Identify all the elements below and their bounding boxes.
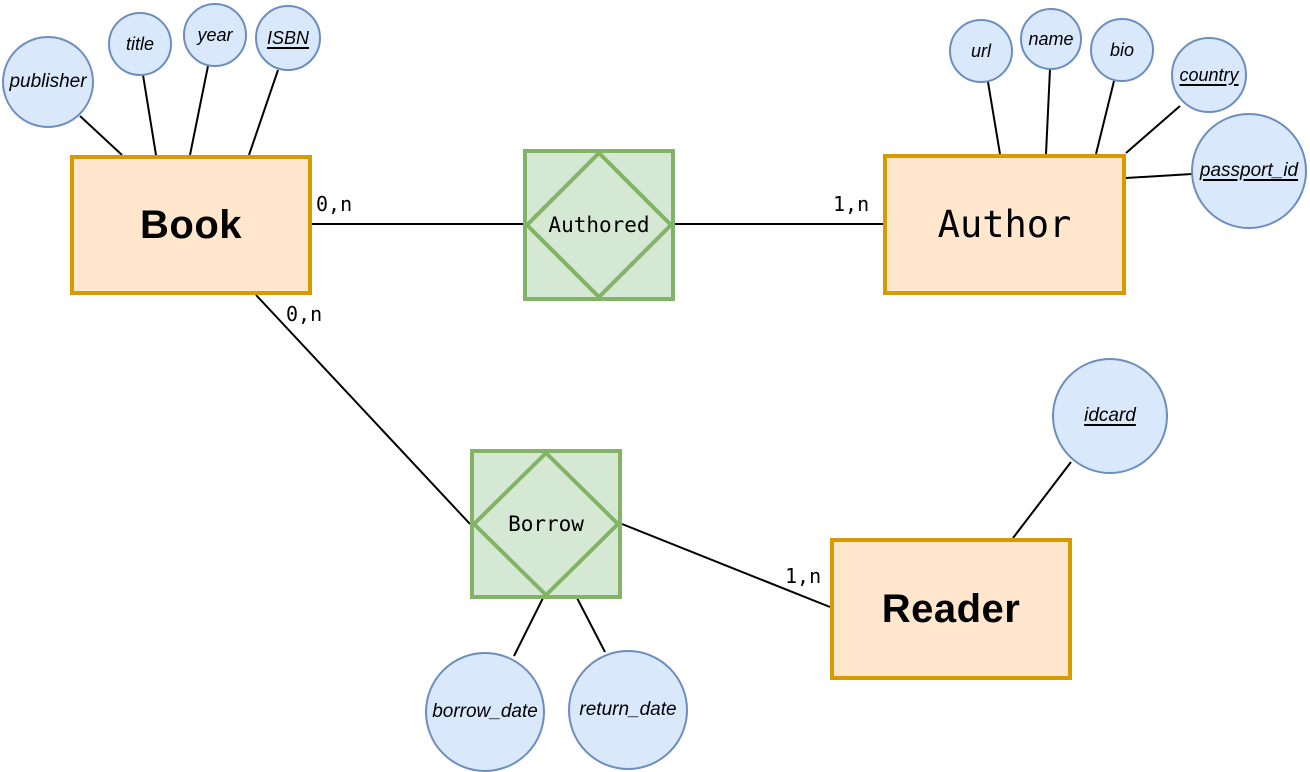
attribute-bio-label: bio (1109, 39, 1135, 60)
attribute-publisher: publisher (2, 36, 94, 128)
attribute-name: name (1020, 8, 1082, 70)
connector-publisher-book (79, 115, 123, 156)
attribute-country-label: country (1179, 64, 1239, 85)
attribute-publisher-label: publisher (9, 71, 87, 92)
connector-country-author (1125, 105, 1181, 154)
cardinality-book-authored: 0,n (316, 192, 353, 216)
relationship-authored-label: Authored (548, 213, 650, 237)
attribute-isbn-label: ISBN (266, 27, 309, 48)
attribute-borrow-date: borrow_date (425, 652, 545, 772)
connector-borrow-borrowdate (513, 597, 544, 657)
attribute-return-date: return_date (568, 650, 688, 770)
attribute-url-label: url (970, 40, 991, 61)
entity-author: Author (883, 154, 1126, 295)
attribute-passport-id-label: passport_id (1199, 160, 1299, 181)
attribute-borrow-date-label: borrow_date (432, 701, 538, 722)
cardinality-borrow-reader: 1,n (785, 564, 822, 588)
attribute-year: year (183, 3, 247, 67)
attribute-idcard: idcard (1052, 358, 1168, 474)
diamond-shape (527, 153, 671, 297)
connector-isbn-book (248, 69, 279, 156)
attribute-isbn: ISBN (255, 5, 321, 71)
connector-borrow-reader (621, 523, 831, 608)
attribute-country: country (1171, 37, 1247, 113)
connector-borrow-returndate (576, 597, 606, 653)
connector-book-borrow (255, 294, 471, 525)
cardinality-book-borrow: 0,n (286, 302, 323, 326)
diamond-shape (474, 453, 618, 595)
relationship-borrow-label: Borrow (508, 512, 584, 536)
cardinality-authored-author: 1,n (833, 192, 870, 216)
attribute-bio: bio (1090, 18, 1154, 82)
connector-passportid-author (1125, 173, 1193, 179)
connector-idcard-reader (1012, 461, 1072, 539)
relationship-borrow: Borrow (470, 449, 622, 599)
connector-year-book (189, 65, 209, 156)
attribute-year-label: year (197, 24, 233, 45)
attribute-return-date-label: return_date (579, 699, 677, 720)
attribute-passport-id: passport_id (1191, 113, 1307, 229)
entity-reader: Reader (830, 538, 1072, 680)
attribute-title-label: title (125, 33, 154, 54)
attribute-url: url (949, 19, 1013, 83)
entity-author-label: Author (937, 203, 1072, 246)
attribute-title: title (108, 12, 172, 76)
connector-name-author (1045, 68, 1051, 155)
connector-url-author (987, 81, 1001, 155)
entity-book: Book (70, 155, 312, 295)
relationship-authored: Authored (523, 149, 675, 301)
attribute-name-label: name (1028, 28, 1074, 49)
connector-bio-author (1095, 80, 1115, 155)
connector-title-book (142, 74, 157, 156)
attribute-idcard-label: idcard (1084, 405, 1136, 426)
entity-book-label: Book (140, 202, 242, 247)
entity-reader-label: Reader (881, 586, 1021, 631)
